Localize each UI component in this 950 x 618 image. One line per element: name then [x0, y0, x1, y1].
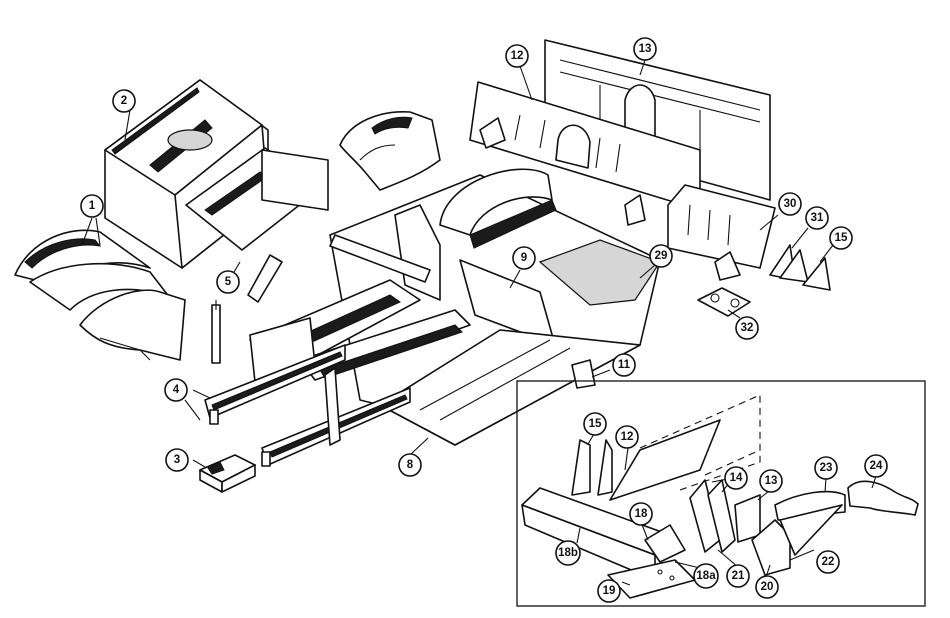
- svg-text:29: 29: [655, 250, 668, 262]
- svg-text:2: 2: [121, 95, 127, 107]
- svg-text:18a: 18a: [696, 570, 716, 582]
- callout-1: 1: [80, 194, 104, 218]
- svg-text:1: 1: [89, 200, 96, 212]
- callout-inset-14: 14: [724, 466, 748, 490]
- part-floor-pans: [249, 279, 471, 383]
- callout-inset-12: 12: [615, 425, 639, 449]
- callout-4: 4: [164, 378, 188, 402]
- svg-text:22: 22: [822, 556, 835, 568]
- part-32-bracket: [697, 287, 751, 317]
- svg-text:14: 14: [730, 472, 743, 484]
- svg-text:9: 9: [521, 252, 527, 264]
- svg-text:31: 31: [811, 212, 824, 224]
- part-rods: [211, 254, 283, 364]
- callout-inset-21: 21: [726, 564, 750, 588]
- svg-text:4: 4: [173, 384, 180, 396]
- inset-leader-lines: [576, 433, 877, 586]
- svg-text:12: 12: [621, 431, 634, 443]
- callout-inset-23: 23: [814, 456, 838, 480]
- callout-13: 13: [633, 37, 657, 61]
- part-rear-panels: [469, 39, 771, 226]
- callout-inset-13: 13: [759, 469, 783, 493]
- callout-3: 3: [165, 448, 189, 472]
- callout-inset-19: 19: [597, 579, 621, 603]
- callout-inset-22: 22: [816, 550, 840, 574]
- callout-15: 15: [829, 226, 853, 250]
- svg-text:13: 13: [639, 43, 652, 55]
- svg-text:5: 5: [225, 276, 232, 288]
- callout-inset-18a: 18a: [693, 563, 719, 589]
- svg-text:23: 23: [820, 462, 833, 474]
- svg-text:11: 11: [618, 359, 631, 371]
- svg-text:3: 3: [174, 454, 180, 466]
- callout-11: 11: [612, 353, 636, 377]
- part-gussets: [769, 244, 831, 291]
- callout-31: 31: [805, 206, 829, 230]
- svg-text:32: 32: [741, 322, 754, 334]
- callout-9: 9: [512, 246, 536, 270]
- callout-inset-18: 18: [629, 502, 653, 526]
- callout-inset-15: 15: [583, 412, 607, 436]
- callout-12: 12: [505, 44, 529, 68]
- part-3-mount: [199, 454, 256, 493]
- svg-text:19: 19: [603, 585, 616, 597]
- svg-text:21: 21: [732, 570, 745, 582]
- part-bulkhead-box: [104, 79, 329, 269]
- callout-30: 30: [778, 192, 802, 216]
- svg-text:8: 8: [407, 459, 414, 471]
- callout-inset-18b: 18b: [555, 540, 581, 566]
- svg-text:15: 15: [835, 232, 848, 244]
- svg-text:24: 24: [870, 460, 883, 472]
- callout-29: 29: [649, 244, 673, 268]
- svg-text:13: 13: [765, 475, 778, 487]
- callout-8: 8: [398, 453, 422, 477]
- callouts: 1 2 3 4 5 8 9 11 12 13 15 29 30 31 32 15…: [80, 37, 888, 603]
- svg-text:20: 20: [761, 581, 774, 593]
- callout-32: 32: [735, 316, 759, 340]
- svg-text:12: 12: [511, 50, 524, 62]
- part-curved-panels: [14, 229, 186, 361]
- part-30-panel: [667, 184, 776, 281]
- callout-5: 5: [216, 270, 240, 294]
- callout-inset-24: 24: [864, 454, 888, 478]
- callout-2: 2: [112, 89, 136, 113]
- inset-detail: [516, 380, 926, 607]
- svg-text:15: 15: [589, 418, 602, 430]
- callout-inset-20: 20: [755, 575, 779, 599]
- svg-text:18: 18: [635, 508, 648, 520]
- leader-lines: [81, 59, 834, 468]
- svg-text:30: 30: [784, 198, 797, 210]
- part-cowl: [339, 111, 441, 191]
- part-floor-assembly: [329, 168, 661, 446]
- part-sill-rails: [204, 344, 411, 467]
- svg-text:18b: 18b: [558, 547, 578, 559]
